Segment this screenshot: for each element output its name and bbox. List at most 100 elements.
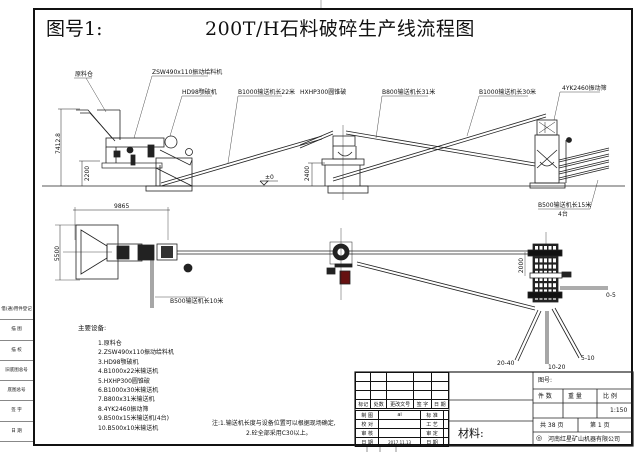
role-label: 标 准 <box>419 410 445 420</box>
screen-mesh-cell <box>539 277 543 281</box>
ground-level: ±0 <box>265 174 274 181</box>
equipment-item: 9.B500x15米输送机(4台) <box>98 415 169 423</box>
output-0-5: 0-5 <box>606 292 616 299</box>
output-10-20: 10-20 <box>548 364 566 371</box>
label-conveyor-3: B1000输送机长30米 <box>479 89 537 96</box>
weight-label: 重 量 <box>568 393 582 400</box>
screen-mesh-cell <box>553 289 556 294</box>
vibrating-feeder <box>105 137 165 166</box>
screen-mesh-cell <box>544 258 547 263</box>
screen-mesh-cell <box>539 283 543 288</box>
equipment-item: 4.B1000x22米输送机 <box>98 368 159 376</box>
label-conveyor-4-qty: 4台 <box>558 211 568 218</box>
screen-mesh-cell <box>539 258 543 263</box>
dim-base: 2200 <box>84 165 92 182</box>
plan-output-conveyors <box>514 307 583 364</box>
screen-mesh-cell <box>553 264 556 269</box>
screen-mesh-cell <box>539 289 543 294</box>
dim-length: 9865 <box>114 203 130 210</box>
label-screen: 4YK2460振动筛 <box>562 85 607 92</box>
equipment-item: 1.原料仓 <box>98 340 122 347</box>
screen-mesh-cell <box>535 258 538 263</box>
sidebar-cell: 签 字 <box>0 401 33 422</box>
sidebar-cell: 描 图 <box>0 320 33 341</box>
screen-mesh-cell <box>535 264 538 269</box>
revision-table: 标记 处数 更改文号 签 字 日 期 <box>354 372 450 409</box>
company-logo-icon: ◎ <box>536 434 543 442</box>
screen-mesh-cell <box>544 289 547 294</box>
label-raw-bin: 原料仓 <box>75 71 94 78</box>
role-value: ai <box>378 410 421 420</box>
role-label: 日 期 <box>419 437 445 447</box>
equipment-item: 10.B500x10米输送机 <box>98 424 159 432</box>
screen-mesh-cell <box>553 246 556 250</box>
sidebar-cell: 旧底图总号 <box>0 361 33 382</box>
plan-feeder-jaw <box>106 243 193 273</box>
role-value: 2017.11.13 <box>378 437 421 447</box>
company-name: 河南红星矿山机器有限公司 <box>548 436 621 443</box>
label-cone-crusher: HXHP300圆锥破 <box>300 89 347 96</box>
figure-number: 图号1: <box>46 18 103 40</box>
screen-mesh-cell <box>544 246 547 250</box>
dim-cone: 2400 <box>304 165 312 182</box>
label-jaw-crusher: HD98颚破机 <box>182 89 217 96</box>
screen-mesh-cell <box>535 289 538 294</box>
equipment-item: 3.HD98颚破机 <box>98 358 139 366</box>
rev-header: 处数 <box>370 399 387 409</box>
screen-mesh-cell <box>535 283 538 288</box>
equipment-item: 7.B800x31米输送机 <box>98 396 155 404</box>
plan-bin <box>63 224 119 280</box>
rev-header: 更改文号 <box>385 399 415 409</box>
screen-mesh-cell <box>548 283 552 288</box>
sidebar-cell: 日 期 <box>0 422 33 443</box>
role-value <box>378 428 421 438</box>
equipment-title: 主要设备: <box>78 324 107 332</box>
plan-screen <box>524 232 572 303</box>
sidebar-cell: 描 校 <box>0 341 33 361</box>
role-label: 审 核 <box>354 428 380 438</box>
sidebar-cell: 底图总号 <box>0 381 33 402</box>
screen-mesh-cell <box>539 246 543 250</box>
rev-header: 日 期 <box>430 399 450 409</box>
dim-width: 5500 <box>54 245 62 262</box>
equipment-item: 6.B1000x30米输送机 <box>98 387 159 395</box>
equipment-item: 2.ZSW490x110振动给料机 <box>98 349 175 357</box>
registry-sidebar: 借(通)用件登记 描 图 描 校 旧底图总号 底图总号 签 字 日 期 <box>0 300 33 443</box>
conveyor-b800-31m <box>345 130 536 167</box>
label-conveyor-1: B1000输送机长22米 <box>238 89 296 96</box>
role-label: 校 对 <box>354 419 380 429</box>
qty-label: 件 数 <box>538 393 552 400</box>
notes: 注:1.输送机长度与设备位置可以根据现场确定, 2.砼全部采用C30以上。 <box>212 419 336 439</box>
role-label: 工 艺 <box>419 419 445 429</box>
screen-mesh-cell <box>553 283 556 288</box>
rev-header: 签 字 <box>413 399 432 409</box>
equipment-item: 5.HXHP300圆锥破 <box>98 377 150 385</box>
screen-mesh-cell <box>553 258 556 263</box>
role-label: 审 定 <box>419 428 445 438</box>
plan-cone-crusher <box>326 228 353 300</box>
screen-mesh-cell <box>544 283 547 288</box>
screen-mesh-cell <box>548 289 552 294</box>
conveyor-b1000-30m <box>332 113 547 182</box>
equipment-item: 8.4YK2460振动筛 <box>98 405 149 413</box>
screen-mesh-cell <box>548 258 552 263</box>
output-conveyors-elevation <box>558 147 610 181</box>
conveyor-b1000-22m <box>160 135 323 187</box>
label-conveyor-4: B500输送机长15米 <box>538 202 592 209</box>
raw-material-bin <box>76 109 121 142</box>
screen-mesh-cell <box>548 277 552 281</box>
screen-mesh-cell <box>539 264 543 269</box>
screen-mesh-cell <box>548 246 552 250</box>
label-feeder: ZSW490x110振动给料机 <box>152 69 223 76</box>
screen-mesh-cell <box>548 264 552 269</box>
equipment-list: 1.原料仓 2.ZSW490x110振动给料机 3.HD98颚破机 4.B100… <box>98 339 174 433</box>
screen-mesh-cell <box>544 277 547 281</box>
screen-mesh-cell <box>553 277 556 281</box>
rev-header: 标记 <box>354 399 372 409</box>
screen-mesh-cell <box>544 264 547 269</box>
cone-crusher <box>321 125 369 200</box>
dim-height: 7412.8 <box>55 133 62 154</box>
dim-screen: 2000 <box>518 257 526 274</box>
